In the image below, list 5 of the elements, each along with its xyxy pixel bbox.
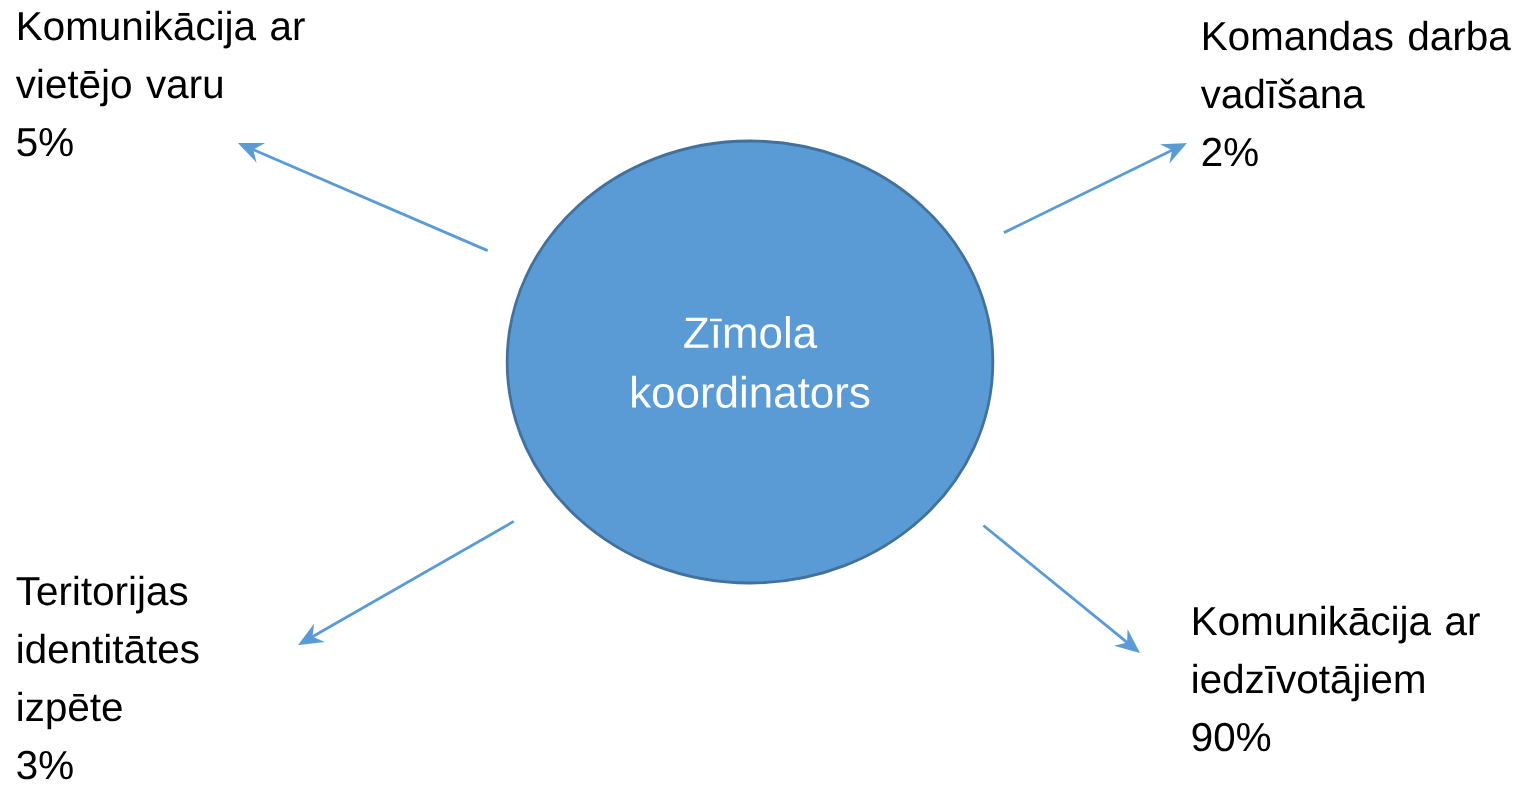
circle-node: Zīmola koordinators xyxy=(505,139,995,585)
text-label: Komunikācija ar iedzīvotājiem 90% xyxy=(1192,605,1480,752)
text-label: Teritorijas identitātes izpēte 3% xyxy=(16,575,199,780)
text-label: Komandas darba vadīšana 2% xyxy=(1200,20,1511,167)
text-label: Komunikācija ar vietējo varu 5% xyxy=(15,10,305,157)
